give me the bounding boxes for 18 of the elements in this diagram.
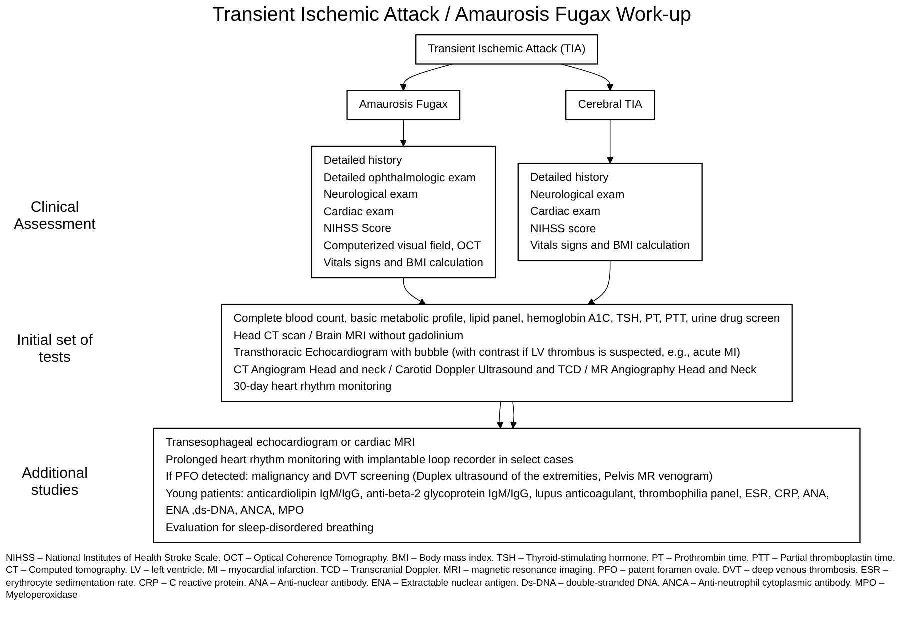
arrow [588, 260, 611, 305]
arrow [403, 278, 426, 305]
node-box: Complete blood count, basic metabolic profile, lipid panel, hemoglobin A1C, TSH, PT, PTT, urine drug screen Head CT scan / Brain MRI without gadolinium Transthoracic Echocardiogram with bubble (with contrast if LV thrombus is suspected, e.g., acute MI) CT Angiogram Head and neck / Carotid Doppler Ultrasound and TCD / MR Angiography Head and Neck 30-day heart rhythm monitoring [221, 304, 793, 403]
section-label: Initial set of tests [16, 332, 94, 366]
section-label: Additional studies [21, 465, 89, 500]
arrow [496, 402, 504, 429]
node-box: Detailed history Detailed ophthalmologic exam Neurological exam Cardiac exam NIHSS Score Computerized visual field, OCT Vitals signs and BMI calculation [311, 146, 496, 279]
arrow [510, 402, 518, 429]
node-box: Amaurosis Fugax [346, 90, 461, 121]
node-box: Transient Ischemic Attack (TIA) [416, 34, 598, 65]
footnote: NIHSS – National Institutes of Health Stroke Scale. OCT – Optical Coherence Tomography. BMI – Body mass index. TSH – Thyroid-stimulating hormone. PT – Prothrombin time. PTT – Partial thromboplastin time. CT – Computed tomography. LV – left ventricle. MI – myocardial infarction. TCD – Transcranial Doppler. MRI – magnetic resonance imaging. PFO – patent foramen ovale. DVT – deep venous thrombosis. ESR – erythrocyte sedimentation rate. CRP – C reactive protein. ANA – Anti-nuclear antibody. ENA – Extractable nuclear antigen. Ds-DNA – double-stranded DNA. ANCA – Anti-neutrophil cytoplasmic antibody. MPO – Myeloperoxidase [5, 552, 897, 602]
node-box: Cerebral TIA [566, 90, 656, 121]
node-box: Transesophageal echocardiogram or cardiac MRI Prolonged heart rhythm monitoring with implantable loop recorder in select cases If PFO detected: malignancy and DVT screening (Duplex ultrasound of the extremities, Pelvis MR venogram) Young patients: anticardiolipin IgM/IgG, anti-beta-2 glycoprotein IgM/IgG, lupus anticoagulant, thrombophilia panel, ESR, CRP, ANA, ENA ,ds-DNA, ANCA, MPO Evaluation for sleep-disordered breathing [153, 428, 861, 544]
diagram-title: Transient Ischemic Attack / Amaurosis Fugax Work-up [211, 4, 693, 27]
arrow [400, 120, 407, 147]
section-label: Clinical Assessment [13, 198, 97, 233]
arrow [607, 120, 614, 164]
node-box: Detailed history Neurological exam Cardiac exam NIHSS score Vitals signs and BMI calculation [518, 162, 703, 262]
